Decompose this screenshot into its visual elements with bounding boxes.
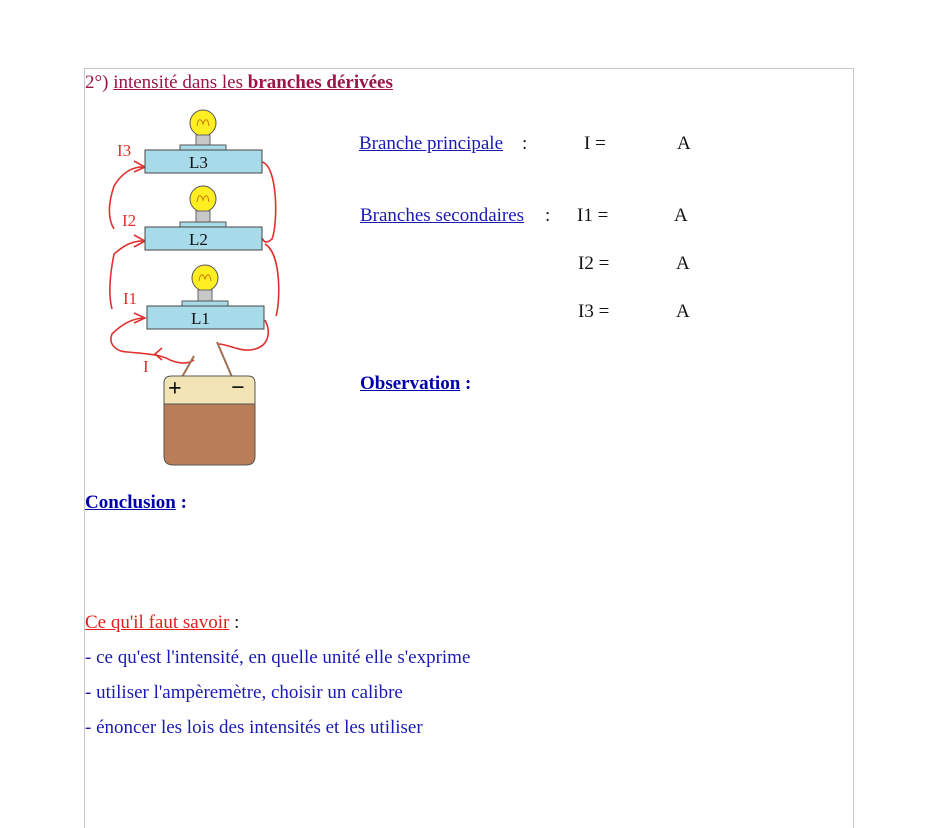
battery-terminal-minus bbox=[216, 341, 233, 378]
current-i2-unit: A bbox=[676, 253, 690, 274]
wire-right-l1-battery bbox=[217, 319, 269, 351]
observation-heading: Observation : bbox=[360, 373, 471, 395]
current-i3-unit: A bbox=[676, 301, 690, 322]
main-branch-label: Branche principale bbox=[359, 133, 504, 154]
observation-label: Observation bbox=[360, 373, 461, 394]
battery-minus-sign: − bbox=[231, 375, 245, 401]
lamp-l2-label: L2 bbox=[189, 230, 208, 249]
main-branch-colon: : bbox=[522, 133, 528, 154]
arrow-i1 bbox=[133, 312, 147, 324]
battery-terminal-plus bbox=[181, 355, 195, 378]
lamp-l3-label: L3 bbox=[189, 153, 208, 172]
main-current-unit: A bbox=[677, 133, 691, 154]
wire-right-l3-l2 bbox=[261, 161, 277, 243]
label-i2: I2 bbox=[122, 211, 136, 230]
wire-right-l2-l1 bbox=[264, 243, 280, 317]
savoir-item: - énoncer les lois des intensités et les… bbox=[85, 717, 423, 738]
section-heading: 2°) intensité dans les branches dérivées bbox=[85, 72, 393, 94]
observation-colon: : bbox=[465, 373, 472, 394]
savoir-heading: Ce qu'il faut savoir : bbox=[85, 612, 239, 634]
section-title: intensité dans les branches dérivées bbox=[113, 72, 393, 93]
current-i1-var: I1 = bbox=[577, 205, 609, 226]
wire-left-l3 bbox=[108, 166, 146, 230]
secondary-branches-label: Branches secondaires bbox=[360, 205, 525, 226]
lamp-l1: L1 bbox=[146, 264, 265, 330]
section-title-bold: branches dérivées bbox=[247, 72, 393, 93]
section-title-plain: intensité dans les bbox=[113, 72, 243, 93]
lamp-l1-label: L1 bbox=[191, 309, 210, 328]
savoir-title: Ce qu'il faut savoir bbox=[85, 612, 230, 633]
lamp-l3: L3 bbox=[144, 109, 263, 174]
page-frame bbox=[84, 68, 854, 828]
conclusion-colon: : bbox=[180, 492, 187, 513]
current-i3-var: I3 = bbox=[578, 301, 610, 322]
label-i1: I1 bbox=[123, 289, 137, 308]
main-current-var: I = bbox=[584, 133, 606, 154]
label-i3: I3 bbox=[117, 141, 131, 160]
wire-left-l2 bbox=[109, 240, 146, 310]
conclusion-heading: Conclusion : bbox=[85, 492, 187, 514]
battery-plus-sign: + bbox=[168, 376, 182, 402]
wire-left-l1 bbox=[110, 317, 195, 364]
conclusion-label: Conclusion bbox=[85, 492, 176, 513]
secondary-branches-colon: : bbox=[545, 205, 551, 226]
current-i2-var: I2 = bbox=[578, 253, 610, 274]
battery: + − bbox=[163, 375, 256, 466]
savoir-colon: : bbox=[234, 612, 240, 633]
circuit-diagram: I3 I2 I1 I L3 L2 L1 + − bbox=[108, 109, 280, 466]
section-number: 2°) bbox=[85, 72, 109, 93]
lamp-l2: L2 bbox=[144, 185, 263, 251]
current-i1-unit: A bbox=[674, 205, 688, 226]
savoir-item: - utiliser l'ampèremètre, choisir un cal… bbox=[85, 682, 403, 703]
label-i: I bbox=[143, 357, 149, 376]
savoir-item: - ce qu'est l'intensité, en quelle unité… bbox=[85, 647, 471, 668]
arrow-i bbox=[153, 347, 163, 361]
